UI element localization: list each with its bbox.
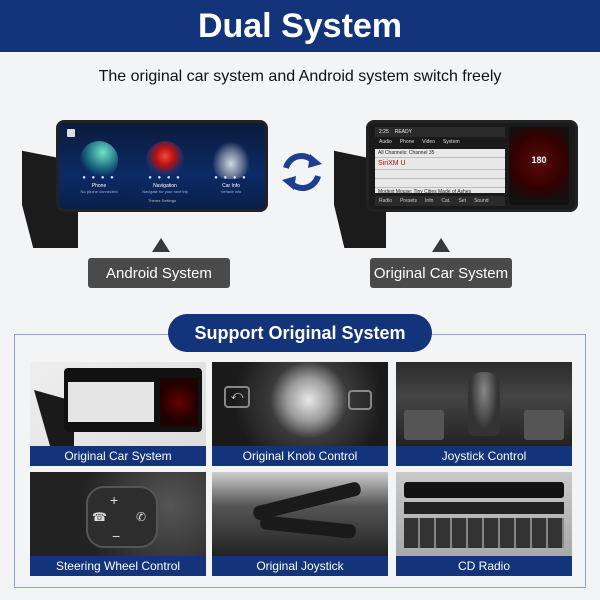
menu-bar: Audio Phone Video System: [375, 139, 505, 147]
tile-caption: Original Joystick: [212, 556, 388, 576]
menu-presets[interactable]: Presets: [400, 198, 418, 204]
app-subtitle: No phone connected: [80, 189, 118, 194]
tile-caption: Original Car System: [30, 446, 206, 466]
list-item[interactable]: All Channels: Channel 35: [375, 149, 505, 158]
menu-phone[interactable]: Phone: [399, 139, 415, 145]
section-title: Support Original System: [168, 314, 432, 352]
switch-icon: [282, 153, 322, 191]
navigation-icon: [146, 141, 184, 179]
channel-list: All Channels: Channel 35 SiriXM U Modest…: [375, 149, 505, 197]
gauge-value: 180: [531, 155, 547, 165]
app-title: Car Info: [222, 183, 240, 189]
tile-caption: CD Radio: [396, 556, 572, 576]
list-item[interactable]: [375, 179, 505, 188]
app-navigation[interactable]: Navigation Navigate for your next trip: [133, 141, 197, 194]
speed-gauge: 180: [509, 127, 569, 205]
tile-caption: Steering Wheel Control: [30, 556, 206, 576]
knob-photo: ⤺: [212, 362, 388, 446]
menu-sound[interactable]: Sound: [474, 198, 489, 204]
arrow-up-icon: [432, 238, 450, 252]
status-bar: 2:25 READY: [375, 127, 505, 137]
list-item[interactable]: [375, 170, 505, 179]
tile-original-joystick: Original Joystick: [212, 472, 388, 576]
app-subtitle: Navigate for your next trip: [142, 189, 188, 194]
tile-caption: Original Knob Control: [212, 446, 388, 466]
tile-original-car-system: Original Car System: [30, 362, 206, 466]
tile-joystick-control: Joystick Control: [396, 362, 572, 466]
arrow-up-icon: [152, 238, 170, 252]
page-title: Dual System: [0, 0, 600, 52]
app-shortcuts: ● ● ● ●: [148, 175, 182, 181]
menu-system[interactable]: System: [442, 139, 460, 145]
subtitle: The original car system and Android syst…: [98, 68, 502, 85]
app-title: Navigation: [153, 183, 177, 189]
steering-wheel-photo: + ☎ ✆ −: [30, 472, 206, 556]
column-stalk-photo: [212, 472, 388, 556]
home-icon: [67, 129, 75, 137]
app-phone[interactable]: Phone No phone connected: [67, 141, 131, 194]
app-shortcuts: ● ● ● ●: [214, 175, 248, 181]
phone-icon: [80, 141, 118, 179]
phone-icon: ☎: [92, 510, 107, 524]
tile-steering-wheel-control: + ☎ ✆ − Steering Wheel Control: [30, 472, 206, 576]
menu-info[interactable]: Info: [425, 198, 434, 204]
minus-icon: −: [112, 528, 121, 544]
car-system-photo: [30, 362, 206, 446]
tile-caption: Joystick Control: [396, 446, 572, 466]
clock: 2:25: [379, 129, 389, 135]
theme-settings[interactable]: Theme Settings: [147, 198, 176, 203]
status-text: READY: [394, 129, 412, 135]
call-icon: ✆: [136, 510, 147, 524]
app-shortcuts: ● ● ● ●: [82, 175, 116, 181]
menu-radio[interactable]: Radio: [379, 198, 393, 204]
app-car-info[interactable]: Car Info Vehicle info: [199, 141, 263, 194]
menu-set[interactable]: Set: [458, 198, 467, 204]
cd-radio-photo: [396, 472, 572, 556]
menu-video[interactable]: Video: [422, 139, 435, 145]
bottom-menu: Radio Presets Info Cat. Set Sound: [375, 196, 505, 206]
menu-cat[interactable]: Cat.: [441, 198, 451, 204]
original-system-label: Original Car System: [370, 258, 512, 288]
list-item[interactable]: SiriXM U: [375, 158, 505, 170]
tile-cd-radio: CD Radio: [396, 472, 572, 576]
original-screen: 2:25 READY Audio Phone Video System All …: [366, 120, 578, 212]
car-icon: [212, 141, 250, 179]
app-title: Phone: [91, 183, 107, 189]
gear-shift-photo: [396, 362, 572, 446]
menu-audio[interactable]: Audio: [379, 139, 392, 145]
plus-icon: +: [110, 492, 119, 508]
android-screen: Phone No phone connected Navigation Navi…: [56, 120, 268, 212]
android-system-label: Android System: [88, 258, 230, 288]
app-subtitle: Vehicle info: [220, 189, 242, 194]
tile-original-knob-control: ⤺ Original Knob Control: [212, 362, 388, 466]
